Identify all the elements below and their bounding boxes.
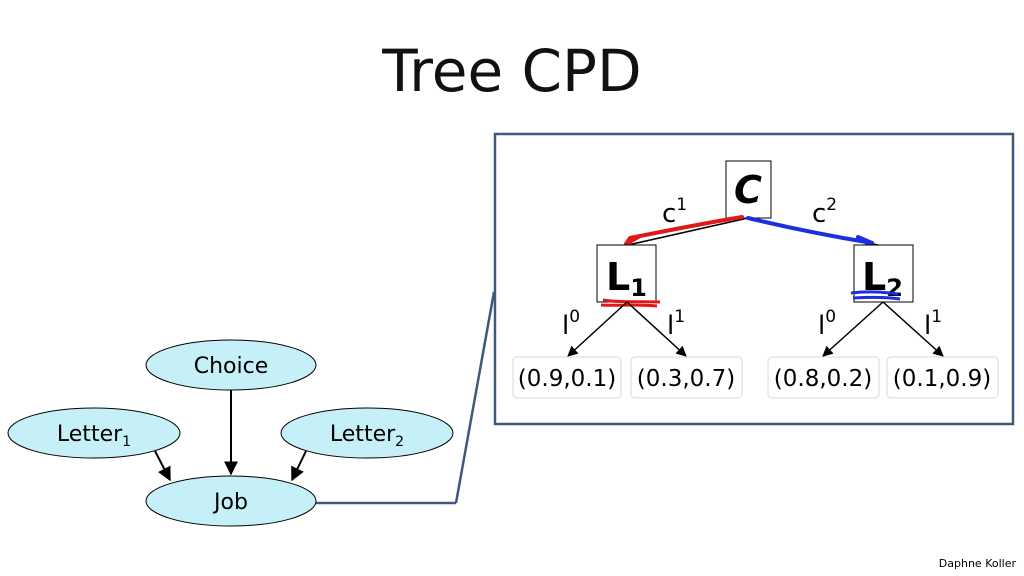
node-job: Job: [145, 475, 317, 527]
leaf-3-value: (0.8,0.2): [774, 366, 872, 392]
tree-root-node: C: [725, 160, 772, 219]
node-letter1-label: Letter1: [57, 422, 131, 450]
underline-red-2: [600, 303, 658, 308]
tree-node-l1: L1: [596, 244, 657, 303]
zoom-connector-diagonal: [454, 291, 496, 504]
leaf-1-value: (0.9,0.1): [518, 366, 616, 392]
node-letter2-label: Letter2: [330, 422, 404, 450]
underline-blue-2: [852, 295, 901, 301]
node-choice: Choice: [145, 339, 317, 391]
underline-red-1: [602, 298, 661, 304]
tree-node-l1-label: L1: [606, 255, 647, 302]
node-choice-label: Choice: [194, 354, 269, 379]
tree-edge-c1: [627, 217, 749, 246]
node-letter1: Letter1: [7, 407, 181, 459]
branch-label-l1-0: l0: [562, 307, 580, 341]
tree-root-label: C: [734, 168, 762, 212]
leaf-4-value: (0.1,0.9): [893, 366, 991, 392]
node-letter2: Letter2: [280, 407, 454, 459]
edge-letter1-job: [154, 450, 171, 482]
tree-edge-l2-l0: [822, 301, 884, 357]
edge-letter2-job: [291, 450, 307, 482]
highlight-blue-path: [746, 216, 874, 245]
branch-label-l1-1: l1: [667, 307, 685, 341]
tree-edge-l2-l1: [882, 301, 944, 357]
tree-leaf-3: (0.8,0.2): [767, 356, 880, 399]
tree-leaf-1: (0.9,0.1): [512, 356, 622, 399]
node-job-label: Job: [212, 490, 248, 515]
branch-label-l2-0: l0: [818, 307, 836, 341]
tree-edge-l1-l1: [626, 301, 687, 357]
branch-label-l2-1: l1: [924, 307, 942, 341]
highlight-red-path: [624, 215, 744, 246]
footer-credit: Daphne Koller: [938, 557, 1016, 570]
tree-leaf-2: (0.3,0.7): [630, 356, 743, 399]
tree-leaf-4: (0.1,0.9): [886, 356, 999, 399]
underline-blue-1: [850, 290, 899, 296]
leaf-2-value: (0.3,0.7): [637, 366, 735, 392]
edge-label-c2: c2: [812, 195, 837, 229]
page-title: Tree CPD: [382, 37, 642, 105]
tree-edge-l1-l0: [567, 301, 628, 357]
edge-label-c1: c1: [662, 195, 687, 229]
